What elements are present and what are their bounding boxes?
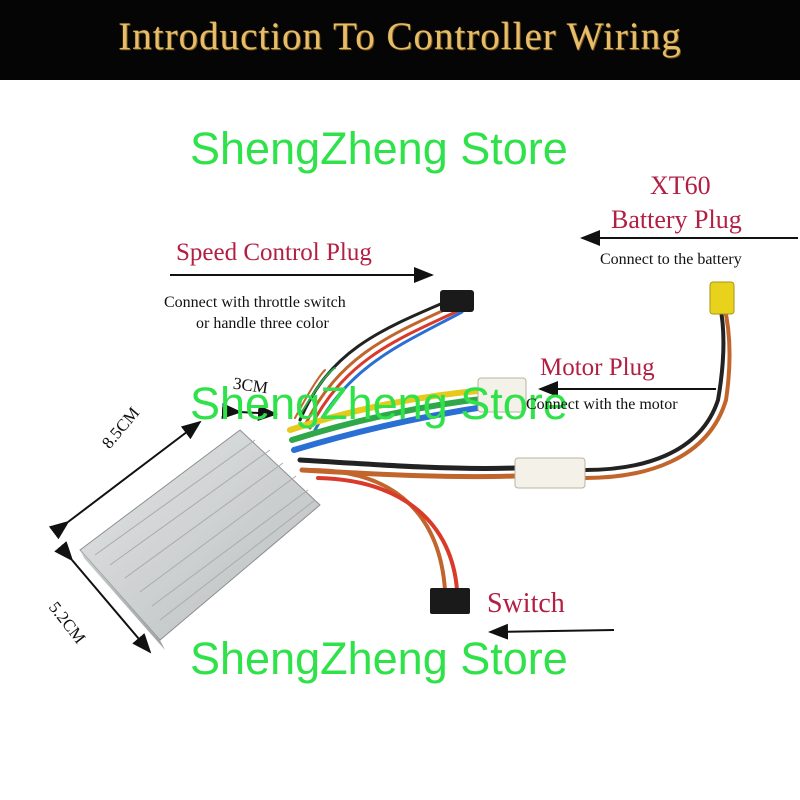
motor-plug (477, 377, 527, 413)
controller-wiring-diagram (48, 230, 798, 654)
switch-arrow (488, 623, 615, 640)
xt60-plug (709, 281, 735, 315)
speed-desc-line2: or handle three color (196, 315, 329, 332)
watermark-top: ShengZheng Store (190, 123, 568, 174)
battery-label-line2: Battery Plug (611, 205, 742, 234)
title-banner: Introduction To Controller Wiring (0, 0, 800, 80)
battery-connector (514, 457, 586, 489)
speed-label: Speed Control Plug (176, 239, 372, 266)
wire-bundle (287, 298, 732, 592)
switch-connector (430, 588, 470, 614)
switch-label: Switch (487, 588, 565, 619)
speed-control-plug (440, 290, 474, 312)
watermark-bottom: ShengZheng Store (190, 633, 568, 684)
page-title: Introduction To Controller Wiring (118, 15, 682, 58)
watermark-middle: ShengZheng Store (190, 378, 568, 429)
motor-desc: Connect with the motor (526, 396, 678, 413)
battery-desc: Connect to the battery (600, 251, 742, 268)
speed-desc-line1: Connect with throttle switch (164, 294, 346, 311)
battery-label-line1: XT60 (650, 171, 711, 200)
controller-box (79, 429, 321, 650)
motor-label: Motor Plug (540, 354, 655, 381)
